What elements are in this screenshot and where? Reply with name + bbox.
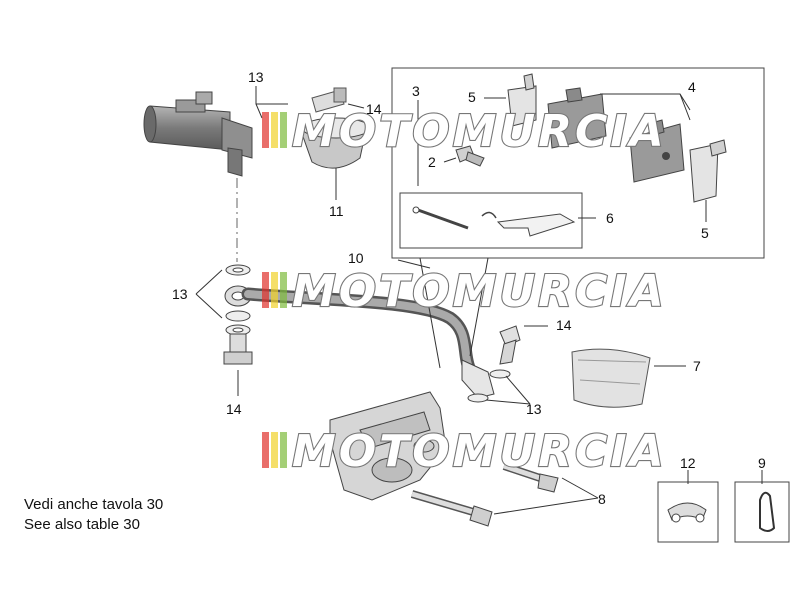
brake-hose	[241, 287, 495, 399]
fluid-reservoir	[299, 87, 371, 169]
hose-clamp	[667, 502, 707, 523]
label-2: 2	[428, 154, 436, 170]
banjo-bolt-left	[223, 333, 253, 365]
reference-note-english: See also table 30	[24, 516, 140, 533]
watermark-middle: MOTOMURCIA	[262, 265, 667, 318]
clip-box	[734, 481, 790, 543]
label-5-bottom: 5	[701, 225, 709, 241]
label-7: 7	[693, 358, 701, 374]
watermark-text-top: MOTOMURCIA	[292, 106, 667, 157]
label-14-right: 14	[556, 317, 572, 333]
washer-right-1	[489, 369, 511, 379]
watermark-text-bottom: MOTOMURCIA	[292, 426, 667, 477]
pad-springs	[507, 73, 727, 203]
label-14-left: 14	[226, 401, 242, 417]
master-cylinder	[143, 91, 253, 177]
retaining-clip	[759, 491, 776, 532]
label-14-top: 14	[366, 101, 382, 117]
watermark-bottom: MOTOMURCIA	[262, 425, 667, 478]
label-11: 11	[329, 203, 344, 219]
watermark-top: MOTOMURCIA	[262, 105, 667, 158]
caliper-bolts	[410, 462, 559, 527]
label-13-top: 13	[248, 69, 264, 85]
label-6: 6	[606, 210, 614, 226]
label-3: 3	[412, 83, 420, 99]
banjo-bolt-right	[499, 325, 521, 365]
reference-note-italian: Vedi anche tavola 30	[24, 496, 164, 513]
caliper-cover	[571, 348, 651, 408]
label-8: 8	[598, 491, 606, 507]
label-5-top: 5	[468, 89, 476, 105]
washer-right-2	[467, 393, 489, 403]
banjo-fitting-top	[224, 264, 252, 336]
label-13-left: 13	[172, 286, 188, 302]
label-12: 12	[680, 455, 696, 471]
bleeder-screw	[455, 145, 485, 167]
pin-kit	[412, 206, 576, 237]
label-10: 10	[348, 250, 364, 266]
pin-kit-box	[399, 192, 583, 249]
label-13-right: 13	[526, 401, 542, 417]
brake-pads	[547, 87, 685, 183]
label-9: 9	[758, 455, 766, 471]
label-4: 4	[688, 79, 696, 95]
watermark-text-middle: MOTOMURCIA	[292, 266, 667, 317]
brake-caliper	[329, 391, 447, 501]
leader-lines	[195, 86, 763, 515]
brake-pad-kit-box	[391, 67, 765, 259]
